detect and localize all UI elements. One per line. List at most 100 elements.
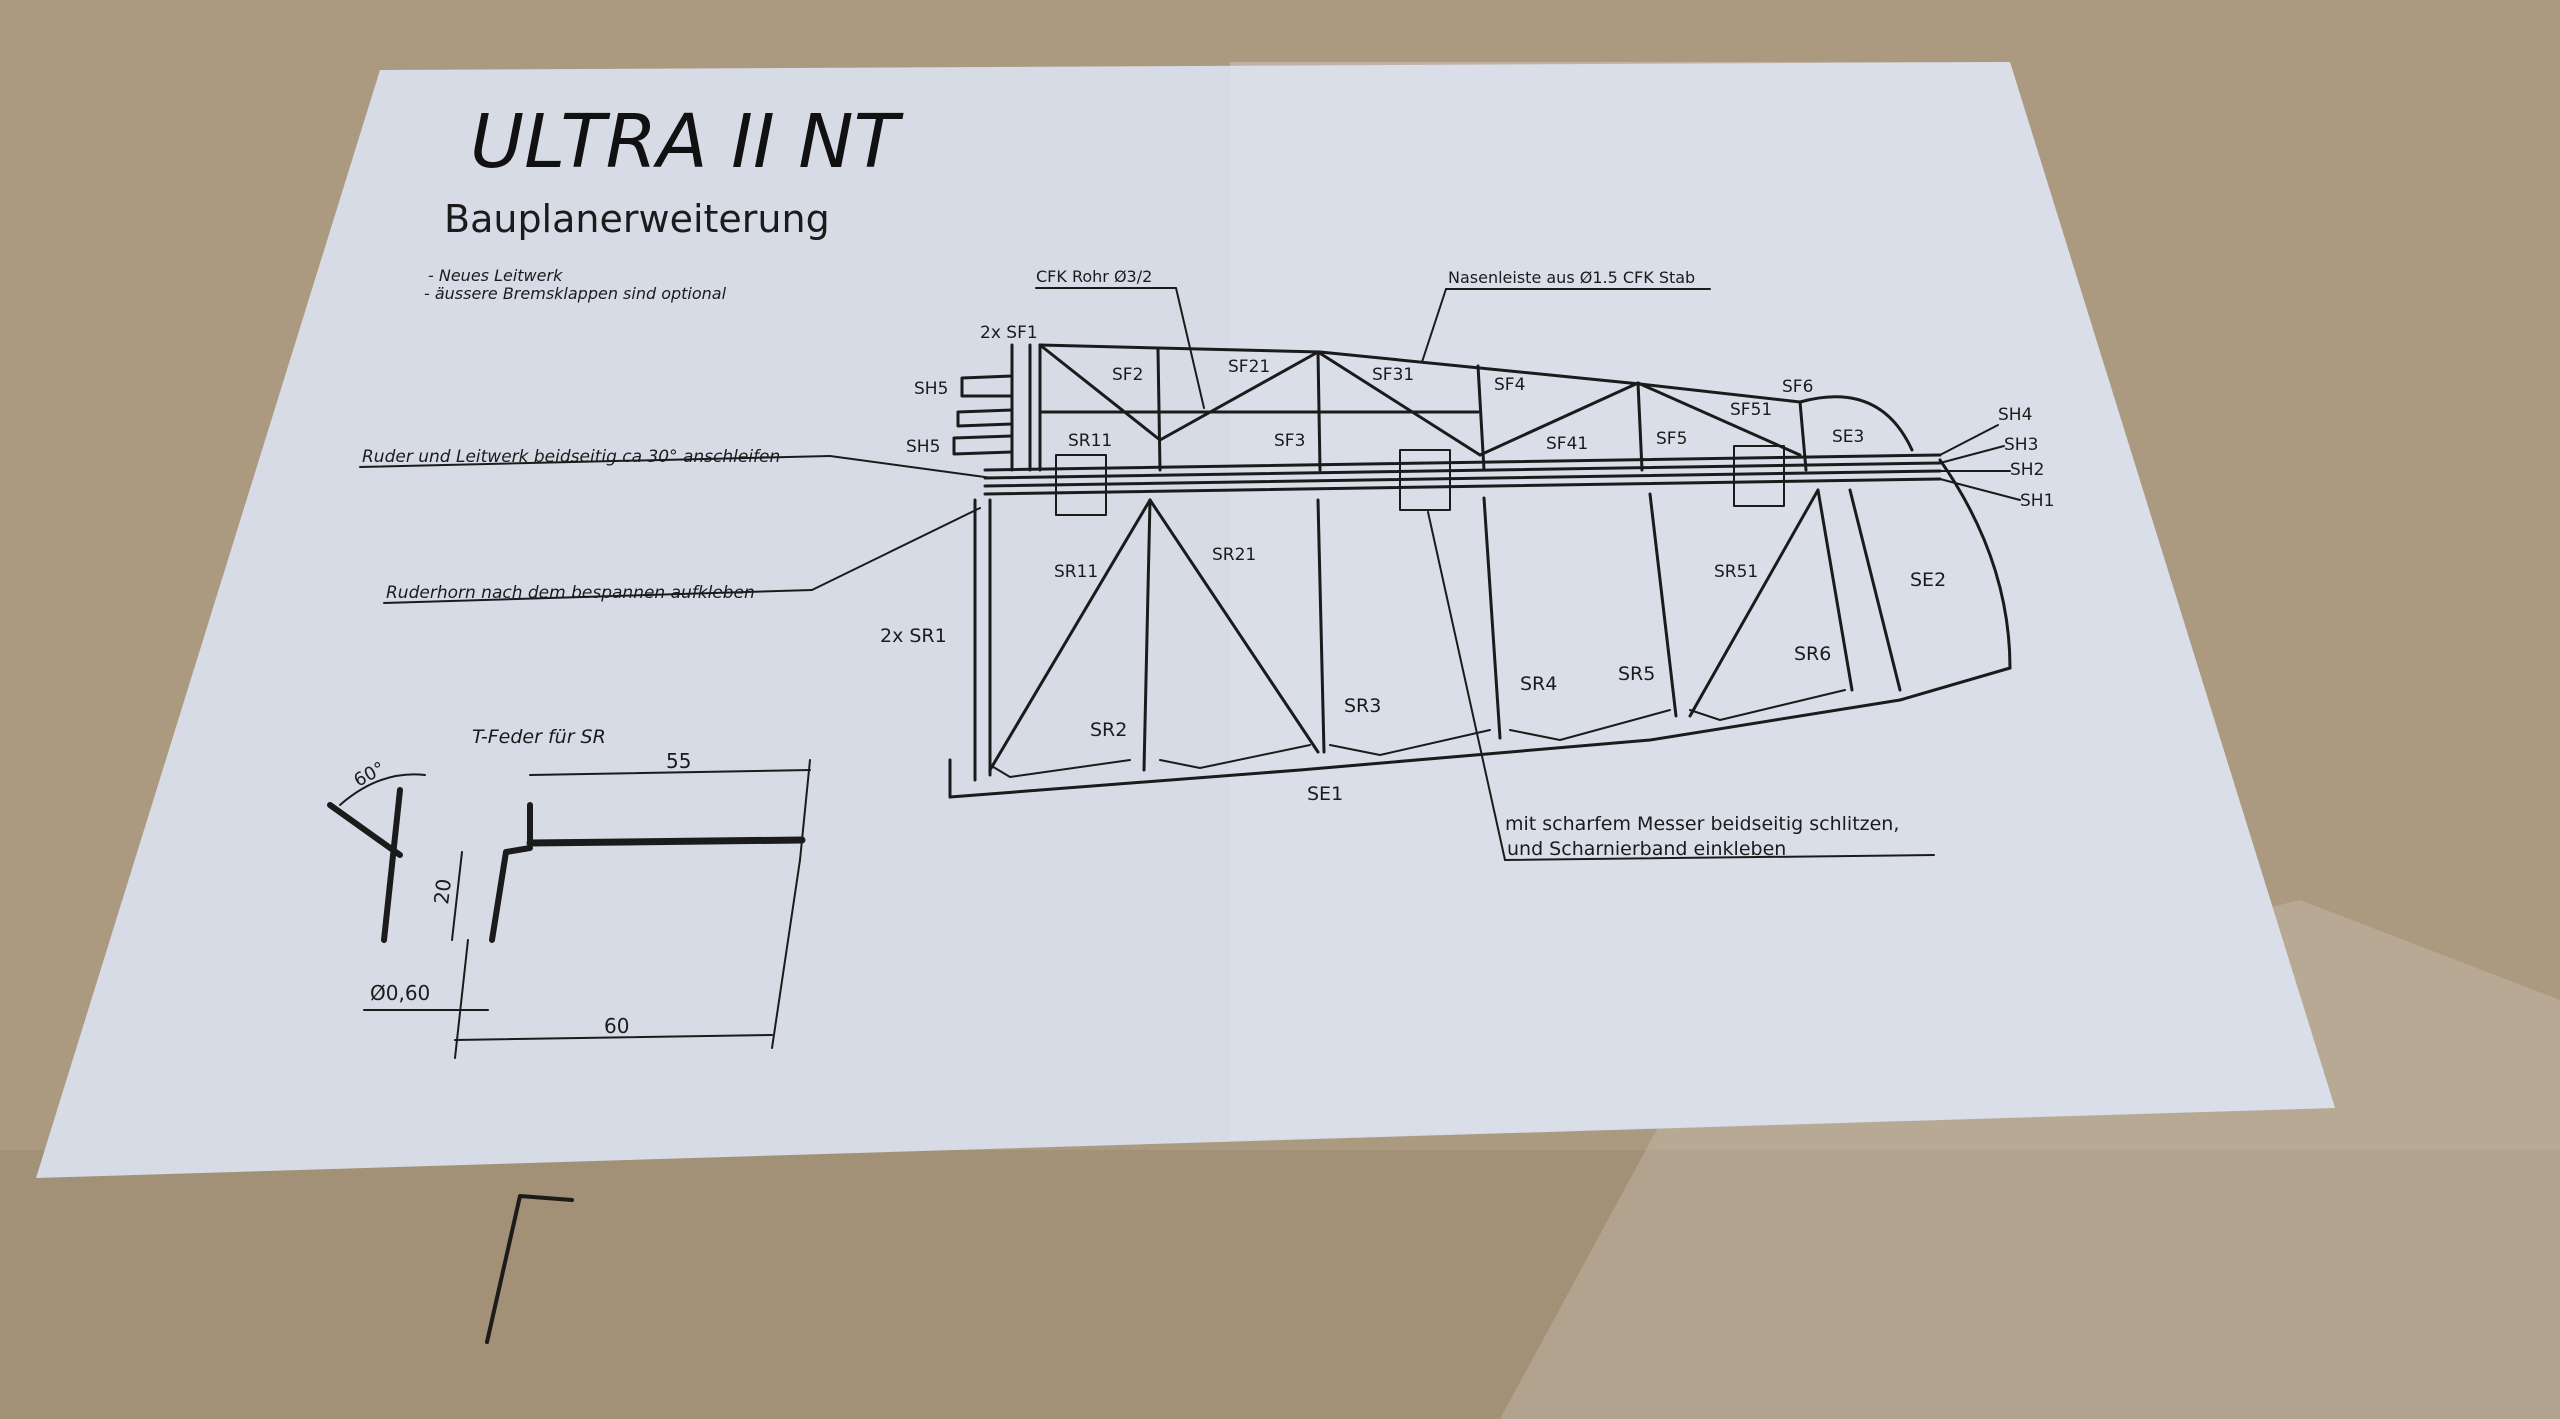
label-sf1: 2x SF1 — [980, 323, 1038, 343]
se2-diag — [1848, 488, 1902, 692]
wire — [485, 1194, 574, 1344]
dim-60-ext-right — [771, 859, 801, 1049]
sf6-post — [1798, 400, 1808, 472]
tfeder-web-join — [503, 845, 533, 855]
rib-notch-2 — [1159, 744, 1311, 769]
dim-60-value: 60 — [604, 1014, 629, 1038]
label-sr1: 2x SR1 — [880, 625, 947, 647]
label-sr51: SR51 — [1714, 562, 1758, 582]
dim-20-value: 20 — [429, 877, 456, 905]
label-sr5: SR5 — [1618, 663, 1655, 685]
sheet-sheen — [1230, 62, 2335, 1140]
sh3-spar — [983, 461, 1942, 480]
sf-diag-4 — [1478, 381, 1640, 457]
label-sr4: SR4 — [1520, 673, 1557, 695]
note-leitwerk: - Neues Leitwerk — [428, 266, 563, 285]
rib-notch-4 — [1509, 709, 1671, 741]
table-foreground — [0, 1150, 2560, 1419]
rib-notch-5 — [1689, 689, 1846, 721]
label-se2: SE2 — [1910, 569, 1946, 591]
sr3-post — [1316, 498, 1326, 754]
callout-schlitzen-underline — [1504, 854, 1935, 861]
tfeder-flange — [526, 836, 806, 847]
plan-sheet — [36, 62, 2335, 1178]
label-sf31: SF31 — [1372, 365, 1414, 385]
label-sh4: SH4 — [1998, 405, 2032, 425]
tfeder-angle-arm — [327, 802, 403, 858]
dim-20-line — [451, 851, 463, 941]
callout-ruderhorn-underline — [383, 589, 813, 604]
callout-schlitzen-leader — [1427, 511, 1506, 861]
callout-anschleifen-leader — [829, 455, 993, 479]
sh4-spar — [983, 453, 1942, 472]
plan-title: ULTRA II NT — [470, 99, 905, 185]
callout-anschleifen-underline — [359, 455, 831, 468]
sf-diag-5 — [1636, 381, 1802, 457]
sr21-diag — [1148, 498, 1320, 754]
dim-60-line — [454, 1034, 773, 1041]
sr51-diag — [1688, 488, 1820, 718]
tfeder-web — [489, 849, 509, 943]
sf-diag-1 — [1038, 343, 1162, 442]
fin-tip-curve — [1798, 395, 1914, 452]
part-labels: 2x SF1 SF2 SF21 SF31 SF4 SF6 SF3 SF41 SF… — [880, 323, 2054, 805]
dim-60-ext-left — [454, 939, 469, 1059]
label-sr21: SR21 — [1212, 545, 1256, 565]
label-sf21: SF21 — [1228, 357, 1270, 377]
label-sf4: SF4 — [1494, 375, 1525, 395]
hinge-box-2 — [1399, 449, 1451, 511]
label-sh5-a: SH5 — [914, 379, 948, 399]
label-se1: SE1 — [1307, 783, 1343, 805]
sh3-leader — [1939, 445, 2005, 464]
sh1-spar — [983, 477, 1942, 496]
tfeder-detail: T-Feder für SR 60° 55 20 60 Ø0,60 — [327, 726, 811, 1059]
label-sf3: SF3 — [1274, 431, 1305, 451]
sf2-post — [1156, 348, 1162, 472]
sh5-tab-top — [960, 374, 1014, 398]
se2-curve — [1938, 458, 2012, 670]
note-bremsklappen: - äussere Bremsklappen sind optional — [424, 284, 727, 303]
label-sr11-b: SR11 — [1054, 562, 1098, 582]
sr5-post — [1648, 492, 1678, 718]
label-sh3: SH3 — [2004, 435, 2038, 455]
label-sh2: SH2 — [2010, 460, 2044, 480]
label-sf41: SF41 — [1546, 434, 1588, 454]
callout-nasen-leader — [1421, 288, 1447, 363]
sf-diag-3 — [1316, 350, 1482, 457]
label-se3: SE3 — [1832, 427, 1864, 447]
sh5-tab-low — [952, 434, 1014, 456]
label-sr3: SR3 — [1344, 695, 1381, 717]
callout-schlitzen-2: und Scharnierband einkleben — [1507, 838, 1786, 860]
label-sf2: SF2 — [1112, 365, 1143, 385]
tfeder-angle-leg — [381, 787, 403, 943]
callout-nasenleiste: Nasenleiste aus Ø1.5 CFK Stab — [1448, 268, 1695, 287]
sr2-post — [1142, 498, 1152, 772]
se1-bottom — [948, 666, 2012, 799]
sf-diag-2 — [1158, 350, 1320, 442]
fin-top-edge — [1038, 343, 1802, 404]
rib-notch-1 — [989, 759, 1131, 778]
dim-55-value: 55 — [666, 749, 691, 773]
sr11-diag — [988, 498, 1152, 772]
sh5-tab-mid — [956, 408, 1014, 428]
sh1-leader — [1939, 478, 2021, 501]
label-sf6: SF6 — [1782, 377, 1813, 397]
label-sh5-b: SH5 — [906, 437, 940, 457]
rib-notch-3 — [1329, 729, 1491, 756]
dia-value: Ø0,60 — [370, 981, 430, 1005]
label-sh1: SH1 — [2020, 491, 2054, 511]
hinge-box-1 — [1055, 454, 1107, 516]
label-sr2: SR2 — [1090, 719, 1127, 741]
callout-anschleifen: Ruder und Leitwerk beidseitig ca 30° ans… — [362, 447, 780, 467]
label-sf51: SF51 — [1730, 400, 1772, 420]
callout-cfk-rohr: CFK Rohr Ø3/2 — [1036, 267, 1152, 286]
sf5-post — [1636, 381, 1644, 472]
plan-subtitle: Bauplanerweiterung — [444, 197, 830, 241]
sr4-post — [1482, 496, 1502, 740]
label-sr11-a: SR11 — [1068, 431, 1112, 451]
label-sf5: SF5 — [1656, 429, 1687, 449]
tail-drawing — [948, 343, 2012, 799]
callout-schlitzen-1: mit scharfem Messer beidseitig schlitzen… — [1505, 813, 1899, 835]
label-sr6: SR6 — [1794, 643, 1831, 665]
